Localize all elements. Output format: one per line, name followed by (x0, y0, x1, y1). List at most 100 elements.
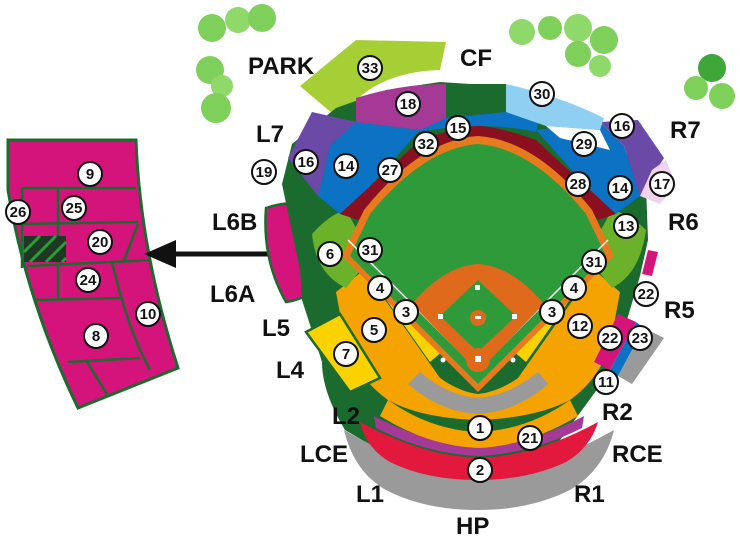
badge-30[interactable]: 30 (529, 81, 555, 107)
on-deck-right (510, 357, 516, 363)
badge-4-right[interactable]: 4 (561, 275, 587, 301)
badge-16-left[interactable]: 16 (293, 149, 319, 175)
badge-11-text: 11 (598, 374, 614, 391)
seat-section-16-right[interactable] (600, 120, 664, 196)
badge-33-text: 33 (362, 60, 379, 77)
badge-15[interactable]: 15 (445, 115, 471, 141)
inset-badge-26-text: 26 (10, 204, 27, 221)
trees (196, 4, 735, 123)
inset-divider (21, 220, 139, 226)
label-r6: R6 (668, 209, 699, 236)
tree (509, 19, 535, 45)
badge-13-text: 13 (618, 218, 635, 235)
badge-29[interactable]: 29 (571, 131, 597, 157)
base-first (512, 314, 517, 319)
badge-16-right[interactable]: 16 (609, 113, 635, 139)
badge-6[interactable]: 6 (317, 241, 343, 267)
badge-22-r5[interactable]: 22 (633, 281, 659, 307)
on-deck-left (440, 357, 446, 363)
label-r5: R5 (664, 297, 695, 324)
tree (248, 4, 276, 32)
badge-3-left[interactable]: 3 (393, 299, 419, 325)
badge-7[interactable]: 7 (333, 341, 359, 367)
badge-2[interactable]: 2 (467, 457, 493, 483)
inset-badge-10[interactable]: 10 (135, 301, 161, 327)
inset-divider (27, 260, 113, 268)
badge-5[interactable]: 5 (361, 317, 387, 343)
area-labels: PARK CF L7 R7 L6B R6 L6A L5 R5 L4 L2 R2 … (210, 45, 701, 540)
badge-27[interactable]: 27 (377, 157, 403, 183)
badge-11[interactable]: 11 (593, 369, 619, 395)
label-rce: RCE (612, 441, 663, 468)
seat-section-27[interactable] (340, 126, 478, 220)
badge-2-text: 2 (476, 462, 484, 479)
badge-14-left-text: 14 (338, 158, 355, 175)
badge-7-text: 7 (342, 346, 350, 363)
section-badges: 33 18 30 15 32 16 14 27 19 16 29 28 14 1… (5, 55, 675, 483)
badge-21[interactable]: 21 (517, 425, 543, 451)
badge-17[interactable]: 17 (649, 171, 675, 197)
seat-section-l1-r1[interactable] (344, 430, 614, 510)
badge-32[interactable]: 32 (413, 131, 439, 157)
badge-13[interactable]: 13 (613, 213, 639, 239)
seat-section-22-r5[interactable] (642, 250, 658, 276)
badge-5-text: 5 (370, 322, 378, 339)
badge-3-right[interactable]: 3 (539, 299, 565, 325)
tree (698, 54, 726, 82)
badge-30-text: 30 (534, 86, 551, 103)
seat-section-grey-steps[interactable] (408, 372, 548, 414)
label-l1: L1 (356, 481, 384, 508)
badge-19-text: 19 (256, 164, 273, 181)
badge-22-r5-text: 22 (638, 286, 655, 303)
badge-1-text: 1 (476, 420, 484, 437)
seat-section-cf[interactable] (446, 84, 506, 118)
base-second (475, 285, 480, 290)
badge-1[interactable]: 1 (467, 415, 493, 441)
badge-33[interactable]: 33 (357, 55, 383, 81)
badge-19[interactable]: 19 (251, 159, 277, 185)
badge-12[interactable]: 12 (567, 313, 593, 339)
inset-badge-8[interactable]: 8 (83, 323, 109, 349)
inset-badge-24-text: 24 (80, 272, 97, 289)
badge-22-text: 22 (602, 330, 619, 347)
badge-22[interactable]: 22 (597, 325, 623, 351)
tree (198, 14, 226, 42)
inset-divider (122, 223, 140, 261)
label-lce: LCE (300, 441, 348, 468)
inset-badge-25-text: 25 (66, 200, 83, 217)
seat-section-r5-r2[interactable] (478, 270, 620, 420)
badge-27-text: 27 (382, 162, 399, 179)
inset-badge-10-text: 10 (140, 306, 157, 323)
inset-badge-24[interactable]: 24 (75, 267, 101, 293)
tree (589, 55, 611, 77)
badge-12-text: 12 (572, 318, 589, 335)
badge-14-right-text: 14 (612, 180, 629, 197)
inset-badge-20[interactable]: 20 (87, 229, 113, 255)
inset-badge-9[interactable]: 9 (77, 161, 103, 187)
label-l2: L2 (332, 403, 360, 430)
inset-badge-26[interactable]: 26 (5, 199, 31, 225)
label-l4: L4 (276, 357, 305, 384)
badge-14-right[interactable]: 14 (607, 175, 633, 201)
tree (564, 14, 592, 42)
seat-section-2[interactable] (360, 422, 598, 480)
badge-4-left[interactable]: 4 (367, 275, 393, 301)
seat-section-11[interactable] (618, 328, 664, 384)
inset-badge-9-text: 9 (86, 166, 94, 183)
badge-18[interactable]: 18 (395, 91, 421, 117)
badge-31-left[interactable]: 31 (357, 237, 383, 263)
base-third (438, 314, 443, 319)
badge-28[interactable]: 28 (565, 171, 591, 197)
badge-23[interactable]: 23 (627, 325, 653, 351)
badge-16-left-text: 16 (298, 154, 315, 171)
tree (565, 41, 591, 67)
tree (684, 76, 708, 100)
seat-section-16-left[interactable] (288, 112, 356, 196)
badge-31-right[interactable]: 31 (581, 249, 607, 275)
seat-section-14-left[interactable] (318, 122, 420, 214)
inset-badge-25[interactable]: 25 (61, 195, 87, 221)
tree (211, 75, 233, 97)
badge-6-text: 6 (326, 246, 334, 263)
badge-14-left[interactable]: 14 (333, 153, 359, 179)
badge-4-right-text: 4 (570, 280, 579, 297)
